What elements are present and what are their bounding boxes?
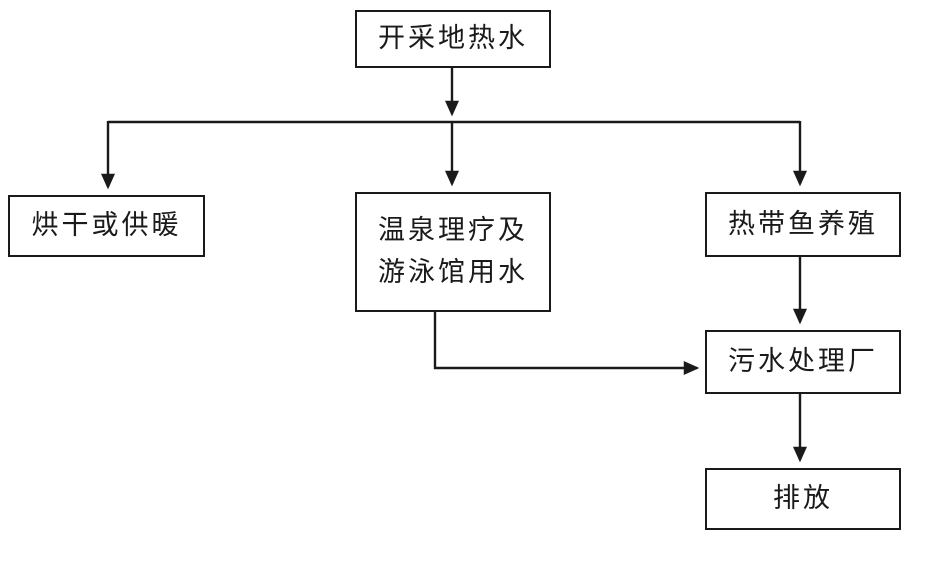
- node-spa-swimming: 温泉理疗及 游泳馆用水: [355, 192, 551, 312]
- node-sewage-treatment-plant: 污水处理厂: [705, 330, 901, 394]
- node-drying-heating: 烘干或供暖: [8, 195, 205, 257]
- node-discharge: 排放: [705, 468, 901, 530]
- connector-spa-to-sewage-arrow: [433, 312, 700, 376]
- node-tropical-fish-farming: 热带鱼养殖: [705, 192, 901, 257]
- node-geothermal-source: 开采地热水: [355, 10, 551, 68]
